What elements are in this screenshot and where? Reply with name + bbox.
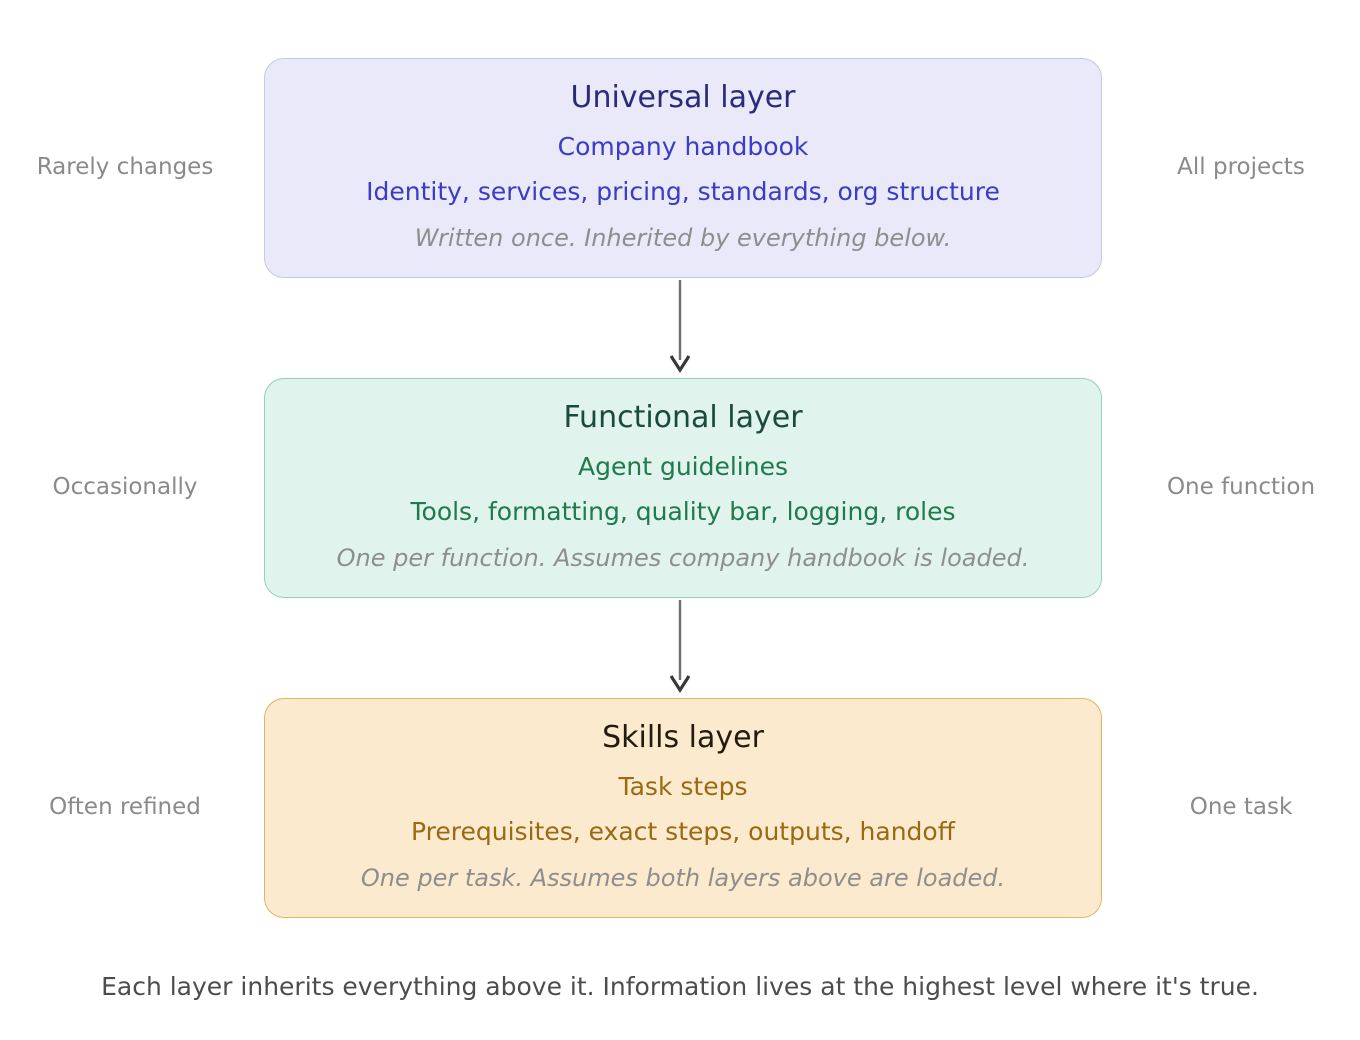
layer-title-functional: Functional layer [563, 399, 803, 435]
layer-contents-universal: Identity, services, pricing, standards, … [366, 176, 1000, 206]
layer-right-label-universal: All projects [1177, 154, 1305, 181]
layer-subtitle-functional: Agent guidelines [578, 451, 788, 481]
layer-card-universal: Universal layer Company handbook Identit… [264, 58, 1102, 278]
layer-left-label-functional: Occasionally [52, 474, 198, 501]
layer-note-universal: Written once. Inherited by everything be… [414, 223, 952, 252]
layer-row-functional: Occasionally Functional layer Agent guid… [0, 378, 1360, 598]
arrow-down-icon [669, 600, 691, 693]
layer-row-skills: Often refined Skills layer Task steps Pr… [0, 698, 1360, 918]
layer-row-universal: Rarely changes Universal layer Company h… [0, 58, 1360, 278]
layer-right-label-skills: One task [1189, 794, 1293, 821]
layer-contents-functional: Tools, formatting, quality bar, logging,… [410, 496, 956, 526]
layer-card-skills: Skills layer Task steps Prerequisites, e… [264, 698, 1102, 918]
layer-card-functional: Functional layer Agent guidelines Tools,… [264, 378, 1102, 598]
layer-title-skills: Skills layer [602, 719, 764, 755]
arrow-down-icon [669, 280, 691, 373]
layer-contents-skills: Prerequisites, exact steps, outputs, han… [411, 816, 955, 846]
layer-left-label-skills: Often refined [49, 794, 201, 821]
layer-subtitle-universal: Company handbook [557, 131, 809, 161]
arrow-universal-to-functional [655, 280, 705, 380]
arrow-functional-to-skills [655, 600, 705, 700]
layer-note-skills: One per task. Assumes both layers above … [360, 863, 1006, 892]
layer-right-label-functional: One function [1166, 474, 1316, 501]
layer-title-universal: Universal layer [570, 79, 796, 115]
layer-subtitle-skills: Task steps [618, 771, 748, 801]
layer-left-label-universal: Rarely changes [36, 154, 214, 181]
diagram-caption: Each layer inherits everything above it.… [101, 972, 1259, 1001]
layer-note-functional: One per function. Assumes company handbo… [336, 543, 1030, 572]
